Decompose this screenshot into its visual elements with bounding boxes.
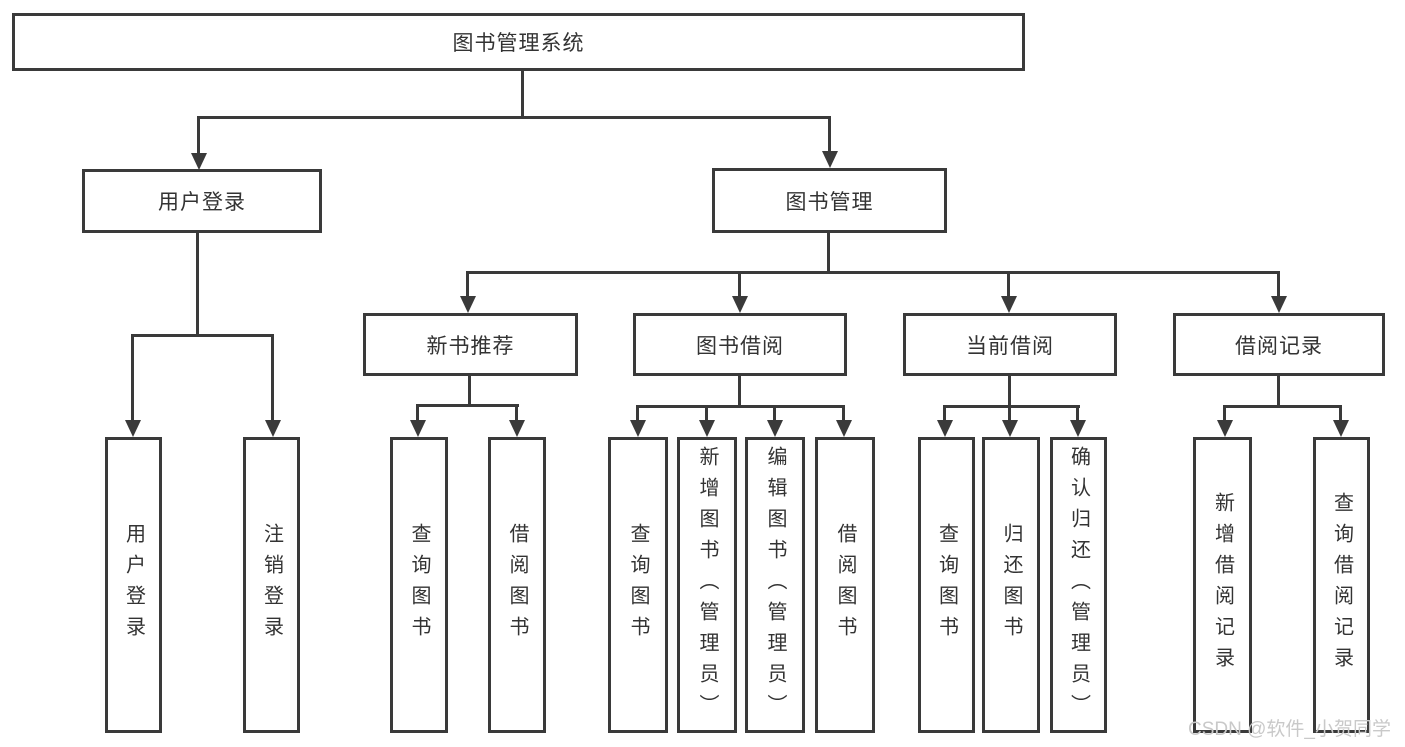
arrowhead-icon (410, 420, 426, 437)
connector-arrow-stem (131, 336, 134, 421)
connector-arrow-stem (705, 407, 708, 421)
leaf-borrow-books-recommend: 借阅图书 (488, 437, 546, 733)
arrowhead-icon (767, 420, 783, 437)
leaf-query-books-recommend: 查询图书 (390, 437, 448, 733)
leaf-query-books-current: 查询图书 (918, 437, 975, 733)
connector-arrow-stem (828, 118, 831, 152)
node-new-book-recommend: 新书推荐 (363, 313, 578, 376)
leaf-add-borrow-record: 新增借阅记录 (1193, 437, 1252, 733)
arrowhead-icon (265, 420, 281, 437)
arrowhead-icon (509, 420, 525, 437)
leaf-query-books-borrowing: 查询图书 (608, 437, 668, 733)
arrowhead-icon (1333, 420, 1349, 437)
arrowhead-icon (1070, 420, 1086, 437)
arrowhead-icon (1217, 420, 1233, 437)
watermark-text: CSDN @软件_小贺同学 (1188, 719, 1391, 740)
connector-rail-current-borrow (943, 405, 1080, 408)
leaf-add-book-admin: 新增图书（管理员） (677, 437, 737, 733)
connector-root-stem (521, 70, 524, 118)
connector-arrow-stem (773, 407, 776, 421)
connector-book-mgmt-stem (827, 233, 830, 273)
connector-arrow-stem (466, 273, 469, 297)
connector-borrow-record-stem (1277, 376, 1280, 408)
connector-arrow-stem (1339, 407, 1342, 421)
connector-new-book-stem (468, 376, 471, 406)
arrowhead-icon (699, 420, 715, 437)
connector-arrow-stem (1076, 407, 1079, 421)
arrowhead-icon (630, 420, 646, 437)
connector-arrow-stem (1007, 273, 1010, 297)
node-book-management: 图书管理 (712, 168, 947, 233)
leaf-logout: 注销登录 (243, 437, 300, 733)
arrowhead-icon (460, 296, 476, 313)
arrowhead-icon (191, 153, 207, 170)
node-borrow-records: 借阅记录 (1173, 313, 1385, 376)
leaf-edit-book-admin: 编辑图书（管理员） (745, 437, 805, 733)
connector-arrow-stem (1008, 407, 1011, 421)
node-book-borrowing: 图书借阅 (633, 313, 847, 376)
leaf-return-books: 归还图书 (982, 437, 1040, 733)
connector-arrow-stem (515, 406, 518, 421)
connector-rail-user-login (131, 334, 274, 337)
connector-arrow-stem (1223, 407, 1226, 421)
node-current-borrowing: 当前借阅 (903, 313, 1117, 376)
leaf-user-login: 用户登录 (105, 437, 162, 733)
arrowhead-icon (1271, 296, 1287, 313)
connector-current-borrow-stem (1008, 376, 1011, 408)
arrowhead-icon (937, 420, 953, 437)
connector-arrow-stem (416, 406, 419, 421)
connector-arrow-stem (842, 407, 845, 421)
connector-arrow-stem (943, 407, 946, 421)
connector-arrow-stem (1277, 273, 1280, 297)
arrowhead-icon (125, 420, 141, 437)
connector-rail-new-book (416, 404, 519, 407)
leaf-confirm-return-admin: 确认归还（管理员） (1050, 437, 1107, 733)
arrowhead-icon (732, 296, 748, 313)
connector-rail-borrow-record (1223, 405, 1342, 408)
leaf-borrow-books: 借阅图书 (815, 437, 875, 733)
connector-user-login-stem (196, 233, 199, 336)
connector-book-borrow-stem (738, 376, 741, 408)
connector-arrow-stem (271, 336, 274, 421)
connector-arrow-stem (197, 118, 200, 154)
arrowhead-icon (1001, 296, 1017, 313)
node-user-login: 用户登录 (82, 169, 322, 233)
connector-arrow-stem (738, 273, 741, 297)
connector-rail-level2 (197, 116, 831, 119)
node-library-system: 图书管理系统 (12, 13, 1025, 71)
arrowhead-icon (1002, 420, 1018, 437)
connector-arrow-stem (636, 407, 639, 421)
connector-rail-level3 (466, 271, 1280, 274)
arrowhead-icon (822, 151, 838, 168)
leaf-query-borrow-record: 查询借阅记录 (1313, 437, 1370, 733)
connector-rail-book-borrow (636, 405, 845, 408)
arrowhead-icon (836, 420, 852, 437)
